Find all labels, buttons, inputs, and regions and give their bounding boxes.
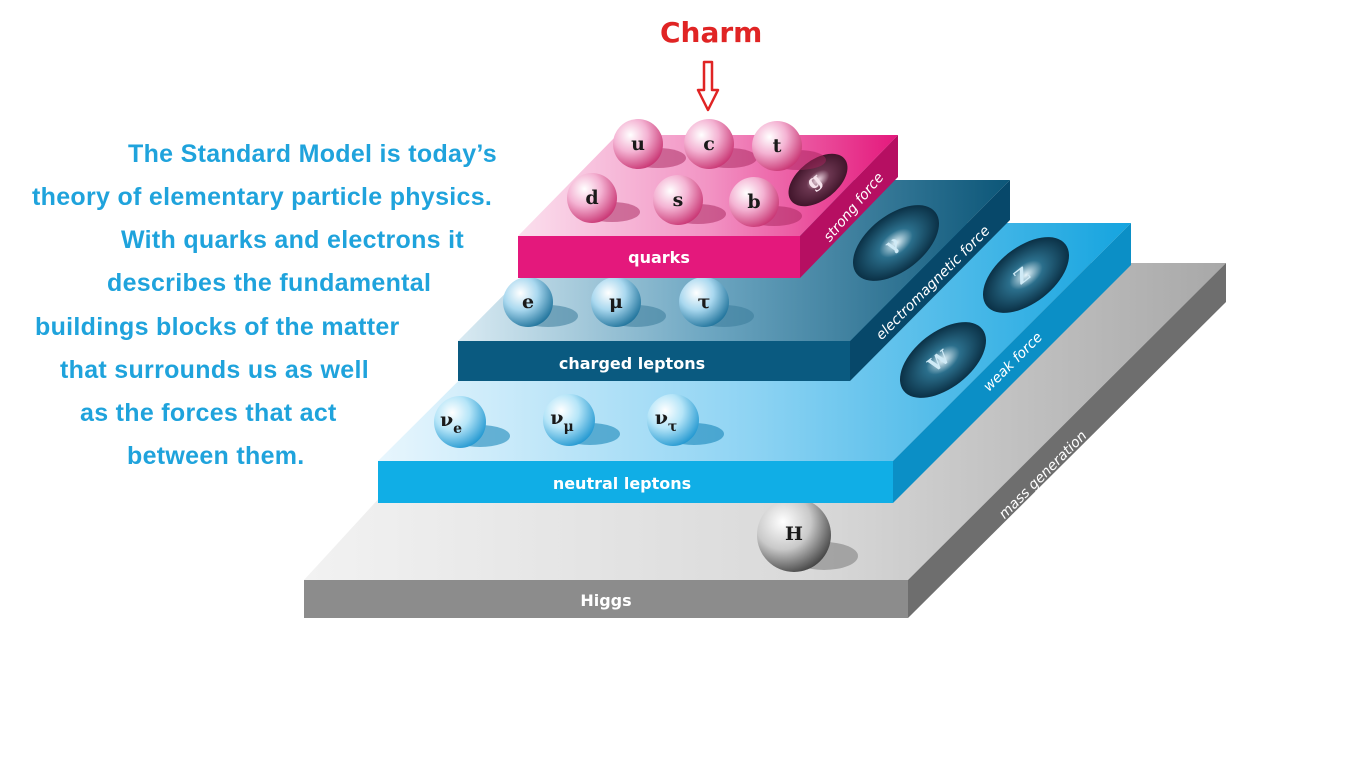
electron-ball (503, 277, 553, 327)
charged-side-face (850, 180, 1010, 381)
intro-line-2: theory of elementary particle physics. (32, 183, 493, 211)
intro-line-1: The Standard Model is today’s (128, 140, 497, 168)
charged-leptons-label: charged leptons (559, 354, 705, 373)
higgs-symbol: H (785, 523, 803, 545)
neutral-leptons-label: neutral leptons (553, 474, 691, 493)
bottom-quark-ball (729, 177, 779, 227)
top-quark-ball (752, 121, 802, 171)
electron-symbol: e (522, 291, 534, 313)
intro-line-7: as the forces that act (80, 399, 337, 427)
higgs-ball (757, 498, 831, 572)
charm-quark-ball (684, 119, 734, 169)
intro-line-4: describes the fundamental (107, 269, 432, 297)
z-boson-hole (982, 237, 1070, 313)
intro-line-6: that surrounds us as well (60, 356, 369, 384)
neutral-side-face (893, 223, 1131, 503)
neutrino-mu-ball (543, 394, 595, 446)
charm-annotation: Charm (660, 16, 763, 49)
up-quark-symbol: u (631, 133, 645, 155)
muon-symbol: μ (609, 291, 623, 313)
intro-line-3: With quarks and electrons it (121, 226, 464, 254)
neutrino-e-ball (434, 396, 486, 448)
charm-quark-symbol: c (703, 133, 715, 155)
charged-front-face (458, 341, 850, 381)
tau-symbol: τ (698, 291, 711, 313)
up-quark-ball (613, 119, 663, 169)
strange-quark-ball (653, 175, 703, 225)
layer-quarks: quarks strong force g u c t d s b (518, 119, 898, 278)
down-quark-ball (567, 173, 617, 223)
quarks-side-face (800, 135, 898, 278)
bottom-quark-symbol: b (747, 191, 760, 213)
quarks-label: quarks (628, 248, 690, 267)
strange-quark-symbol: s (673, 189, 684, 211)
neutrino-e-symbol: νe (440, 409, 462, 437)
higgs-label: Higgs (580, 591, 631, 610)
w-boson-hole (899, 322, 987, 398)
neutrino-tau-ball (647, 394, 699, 446)
intro-line-8: between them. (127, 442, 305, 470)
tau-ball (679, 277, 729, 327)
top-quark-symbol: t (773, 135, 782, 157)
charm-arrow-icon (696, 60, 720, 112)
photon-hole (852, 205, 940, 281)
muon-ball (591, 277, 641, 327)
quarks-front-face (518, 236, 800, 278)
neutrino-tau-symbol: ντ (655, 407, 678, 435)
down-quark-symbol: d (585, 187, 598, 209)
neutral-front-face (378, 461, 893, 503)
higgs-front-face (304, 580, 908, 618)
higgs-side-face (908, 263, 1226, 618)
intro-line-5: buildings blocks of the matter (35, 313, 400, 341)
neutrino-mu-symbol: νμ (550, 407, 573, 435)
